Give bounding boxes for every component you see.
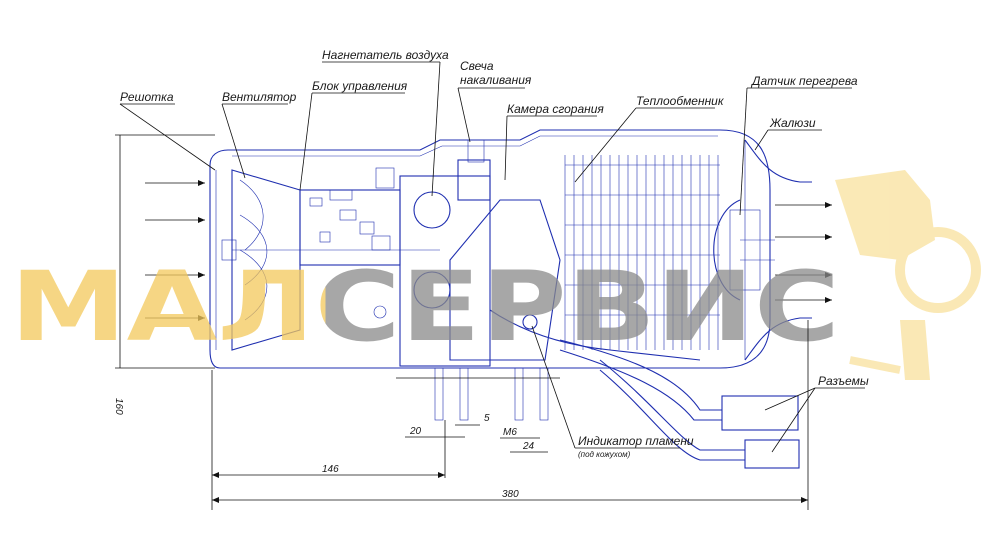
combustion-block [399,139,701,367]
dim-m6: M6 [503,427,517,438]
label-glow-plug-line2: накаливания [460,73,532,87]
label-blower: Нагнетатель воздуха [322,48,449,62]
heat-exchanger-fins [564,155,720,350]
fan-assembly [221,169,440,351]
label-overheat-sensor: Датчик перегрева [750,74,858,88]
inlet-arrow [145,272,205,278]
label-combustion-chamber: Камера сгорания [507,102,604,116]
label-grille: Решотка [120,90,174,104]
dim-146: 146 [322,464,339,475]
airflow-arrows [145,180,832,321]
overheat-sensor [713,199,775,301]
inlet-arrow [145,217,205,223]
wiring-harness [559,339,800,469]
label-heat-exchanger: Теплообменник [636,94,725,108]
inlet-arrow [145,180,205,186]
label-fan: Вентилятор [222,90,297,104]
dim-height: 160 [113,398,124,415]
connector-lower [744,439,800,469]
outlet-arrow [775,272,832,278]
connector-upper [721,395,799,431]
outlet-arrow [775,234,832,240]
watermark: МАЛСЕРВИС [10,251,840,363]
dim-380: 380 [502,489,519,500]
heater-casing [209,129,812,369]
label-flame-indicator-note: (под кожухом) [578,450,631,459]
label-glow-plug-line1: Свеча [460,59,494,73]
watermark-truck [835,170,981,380]
label-flame-indicator: Индикатор пламени [578,434,694,448]
label-connectors: Разъемы [818,374,869,388]
watermark-text-left: МАЛСЕРВИС [10,251,840,363]
leader-lines [119,61,865,453]
dim-24: 24 [522,441,535,452]
dim-20: 20 [409,426,422,437]
outlet-arrow [775,297,832,303]
mounting-studs [396,367,560,421]
label-control-unit: Блок управления [312,79,408,93]
dimension-lines [115,134,809,510]
outlet-arrow [775,202,832,208]
dim-5: 5 [484,413,490,424]
label-louvers: Жалюзи [769,116,816,130]
inlet-arrow [145,315,205,321]
